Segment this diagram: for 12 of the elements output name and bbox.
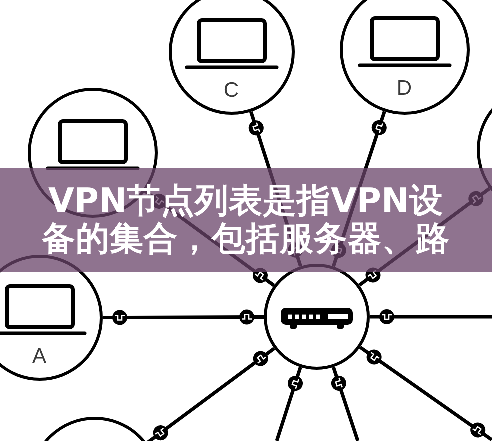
node-label: D: [396, 76, 412, 100]
node-label: C: [224, 78, 240, 102]
connector-line: [146, 347, 276, 441]
node-circle: [169, 0, 295, 115]
connector-line: [370, 308, 492, 326]
node-circle: [340, 0, 470, 115]
node-label: A: [32, 344, 46, 368]
connector-line: [359, 346, 492, 441]
title-overlay: VPN节点列表是指VPN设备的集合，包括服务器、路: [0, 168, 492, 272]
connector-line: [275, 366, 304, 441]
connector-line: [330, 366, 360, 441]
connector-line: [103, 309, 264, 326]
